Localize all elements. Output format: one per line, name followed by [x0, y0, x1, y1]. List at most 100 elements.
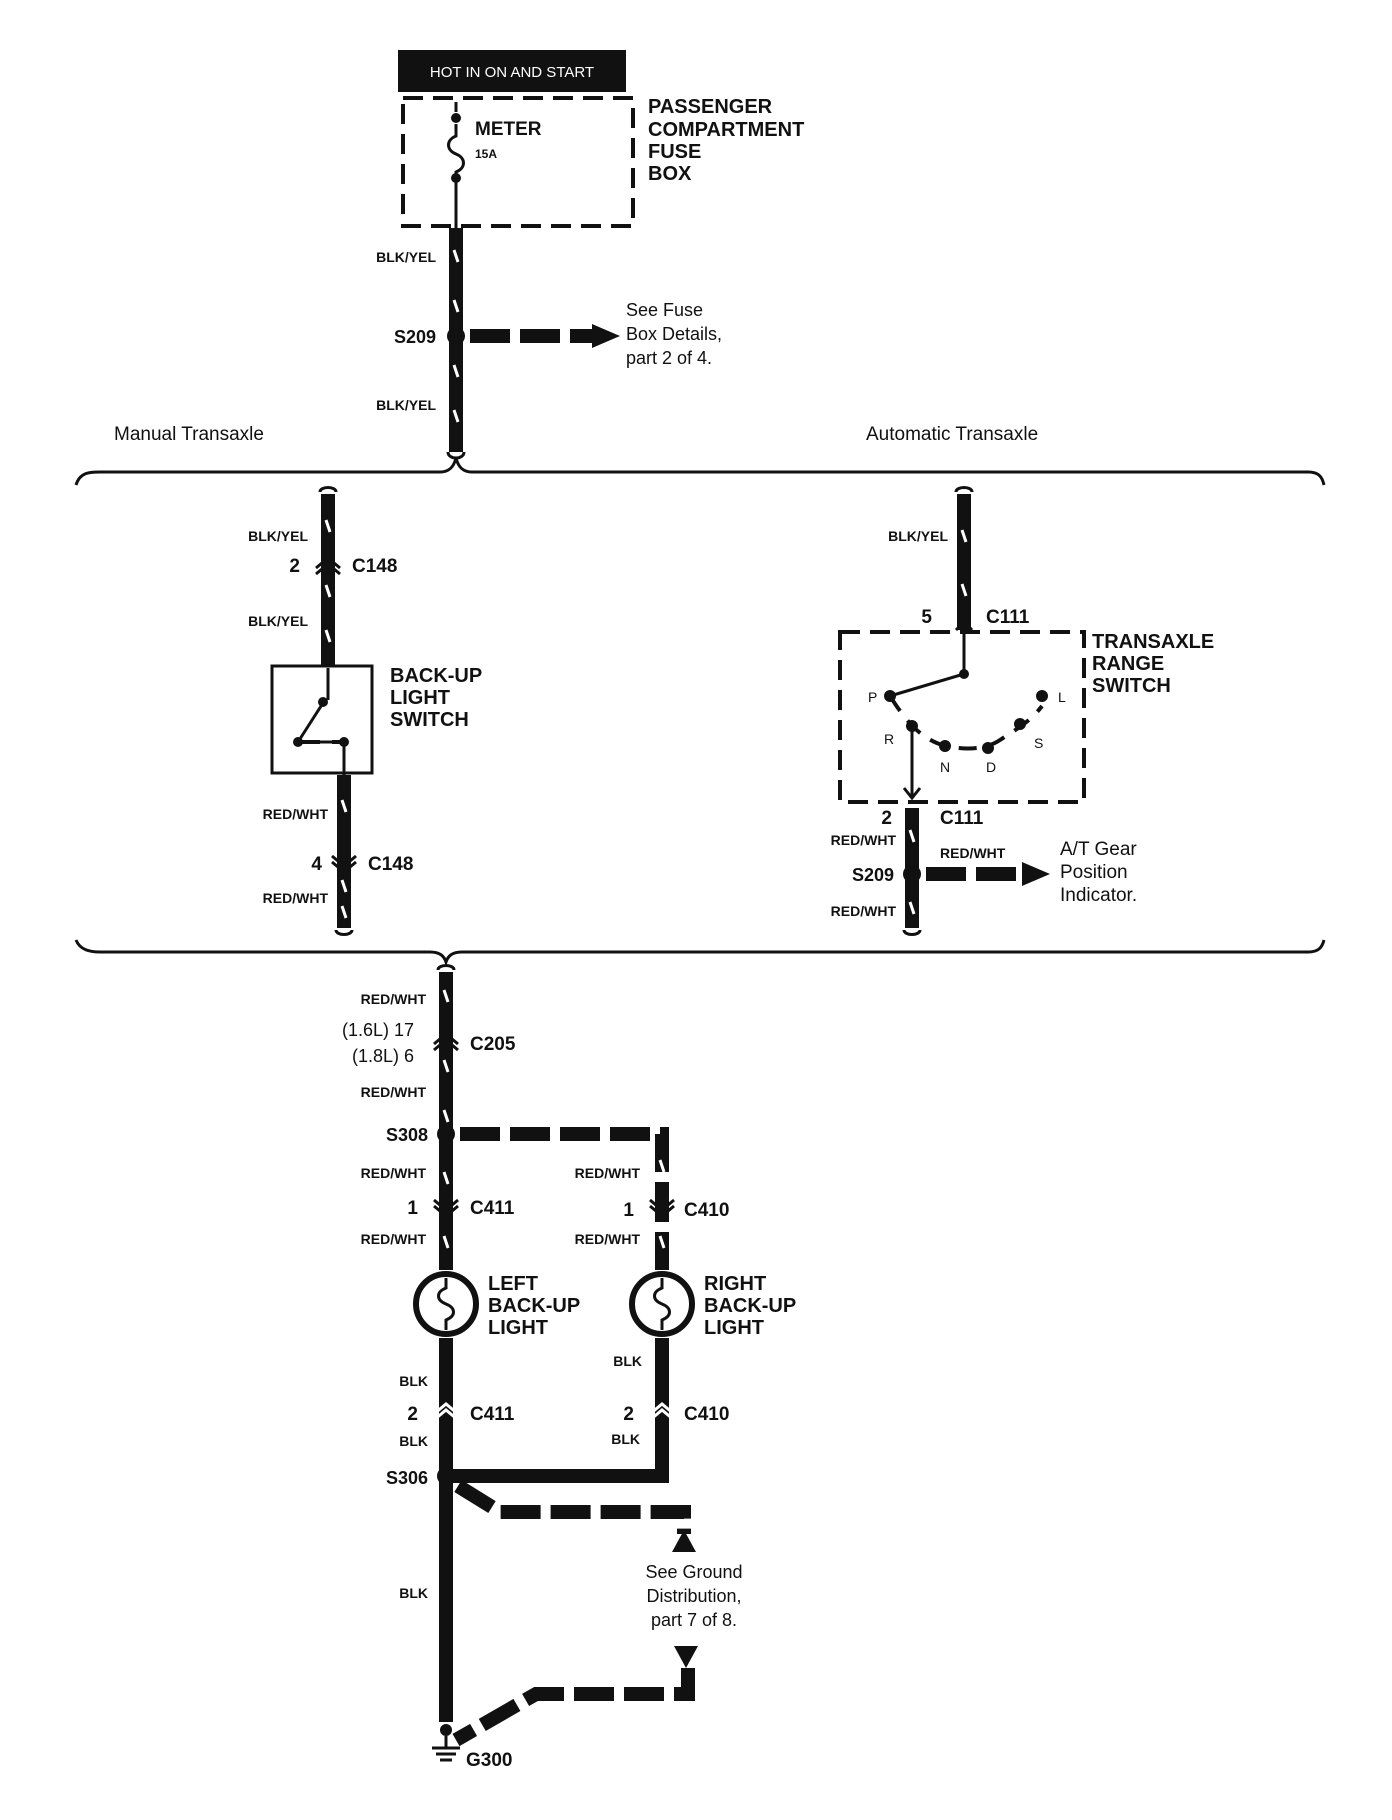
range-label-p: P: [868, 689, 877, 705]
right-wire-label-1: RED/WHT: [575, 1165, 641, 1181]
section-label-automatic: Automatic Transaxle: [866, 424, 1038, 445]
left-wire-label-4: BLK: [399, 1433, 428, 1449]
switch-pivot: [318, 697, 328, 707]
right-connector-1: C410: [684, 1200, 729, 1221]
ground-ref-line-3: part 7 of 8.: [651, 1610, 737, 1630]
range-pivot: [959, 669, 969, 679]
left-pin-1: 1: [407, 1198, 418, 1219]
range-contact-l: [1036, 690, 1048, 702]
right-pin-2: 2: [623, 1404, 634, 1425]
left-lamp-name-1: LEFT: [488, 1273, 538, 1295]
fuse-icon: [447, 102, 465, 228]
section-brace-bottom: [74, 939, 1326, 967]
right-bulb-filament: [653, 1278, 671, 1330]
connector-c411-bottom-icon: [433, 1402, 459, 1422]
splice-s209-top: [447, 327, 465, 345]
section-brace-top: [74, 457, 1326, 486]
manual-wire-break-bottom: [334, 929, 354, 936]
auto-wire-label-out: RED/WHT: [831, 832, 897, 848]
range-label-n: N: [940, 759, 950, 775]
auto-switch-name-3: SWITCH: [1092, 675, 1171, 697]
left-lamp-name-2: BACK-UP: [488, 1295, 580, 1317]
right-pin-1: 1: [623, 1200, 634, 1221]
fuse-ref-line-3: part 2 of 4.: [626, 348, 712, 368]
switch-contact-1: [293, 737, 303, 747]
range-label-s: S: [1034, 735, 1043, 751]
ground-ref-line-2: Distribution,: [646, 1586, 741, 1606]
auto-wire-break-top: [954, 486, 974, 493]
wire-label-blk-yel-2: BLK/YEL: [376, 397, 436, 413]
splice-s308: [437, 1125, 455, 1143]
auto-switch-name-1: TRANSAXLE: [1092, 631, 1214, 653]
arrow-right-icon-auto: [1022, 862, 1050, 886]
range-label-r: R: [884, 731, 894, 747]
auto-pin-bottom: 2: [881, 808, 892, 829]
right-lamp-name-1: RIGHT: [704, 1273, 766, 1295]
branch-wire-right-light: [460, 1127, 669, 1270]
splice-label-s308: S308: [386, 1125, 428, 1145]
right-lamp-name-2: BACK-UP: [704, 1295, 796, 1317]
range-contact-n: [939, 740, 951, 752]
connector-c411-top-icon: [433, 1198, 459, 1218]
right-lamp-name-3: LIGHT: [704, 1317, 764, 1339]
lower-wire-label-after: RED/WHT: [361, 1084, 427, 1100]
connector-c111-top-icon: [954, 619, 974, 632]
fuse-ref-line-2: Box Details,: [626, 324, 722, 344]
manual-switch-name-2: LIGHT: [390, 687, 450, 709]
auto-switch-name-2: RANGE: [1092, 653, 1164, 675]
ground-ref-wire-upper: [454, 1480, 691, 1534]
connector-c410-top-icon: [649, 1198, 675, 1218]
gear-ref-line-2: Position: [1060, 862, 1128, 883]
right-wire-label-3: BLK: [613, 1353, 642, 1369]
manual-pin-bottom: 4: [311, 854, 322, 875]
wire-label-blk-yel-1: BLK/YEL: [376, 249, 436, 265]
manual-stripe-marks: [324, 519, 332, 643]
auto-wire-label-bottom: RED/WHT: [831, 903, 897, 919]
connector-c205-icon: [433, 1032, 459, 1052]
lower-wire-break: [436, 964, 456, 971]
left-wire-label-1: RED/WHT: [361, 1165, 427, 1181]
range-switch-arm: [889, 632, 966, 698]
splice-s209-auto: [903, 865, 921, 883]
auto-branch-wire-label: RED/WHT: [940, 845, 1006, 861]
manual-wire-label-mid: BLK/YEL: [248, 613, 308, 629]
range-contact-p: [884, 690, 896, 702]
auto-connector-bottom: C111: [940, 808, 984, 829]
auto-splice-label: S209: [852, 865, 894, 885]
ground-junction: [440, 1724, 452, 1736]
right-wire-blk: [446, 1338, 669, 1483]
connector-c410-bottom-icon: [649, 1402, 675, 1422]
ground-icon: [432, 1736, 460, 1762]
right-stripe-marks: [658, 1159, 666, 1249]
lower-stripe-marks: [442, 989, 450, 1249]
lower-pin-16l: (1.6L) 17: [342, 1020, 414, 1040]
splice-label-s306: S306: [386, 1468, 428, 1488]
left-lamp-name-3: LIGHT: [488, 1317, 548, 1339]
section-label-manual: Manual Transaxle: [114, 424, 264, 445]
fuse-rating: 15A: [475, 147, 497, 161]
fuse-box-name-line-3: FUSE: [648, 141, 701, 163]
transaxle-range-switch-box: [838, 630, 1086, 804]
manual-wire-label-top: BLK/YEL: [248, 528, 308, 544]
fuse-terminal-top: [451, 113, 461, 123]
gear-ref-line-1: A/T Gear: [1060, 839, 1137, 860]
left-connector-1: C411: [470, 1198, 515, 1219]
hot-label: HOT IN ON AND START: [430, 64, 594, 81]
left-pin-2: 2: [407, 1404, 418, 1425]
ground-label-g300: G300: [466, 1750, 512, 1771]
manual-pin-top: 2: [289, 556, 300, 577]
manual-wire-label-bottom: RED/WHT: [263, 890, 329, 906]
auto-stripe-marks-2: [908, 829, 916, 915]
gear-ref-line-3: Indicator.: [1060, 885, 1137, 906]
fuse-box-name-line-2: COMPARTMENT: [648, 119, 804, 141]
auto-pin-top: 5: [921, 607, 932, 628]
left-connector-2: C411: [470, 1404, 515, 1425]
auto-wire-label-top: BLK/YEL: [888, 528, 948, 544]
range-label-d: D: [986, 759, 996, 775]
switch-contact-2: [339, 737, 349, 747]
left-wire-label-2: RED/WHT: [361, 1231, 427, 1247]
manual-switch-name-3: SWITCH: [390, 709, 469, 731]
manual-wire-break-top: [318, 486, 338, 493]
range-contact-r: [906, 720, 918, 732]
backup-switch-contacts: [296, 668, 346, 775]
